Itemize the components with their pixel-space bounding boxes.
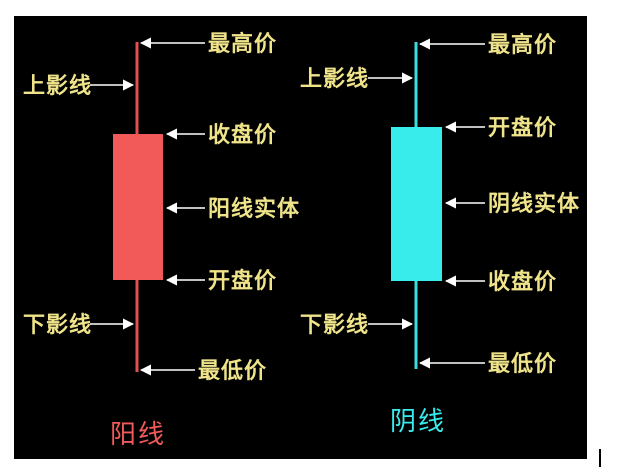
yang-body-label: 阳线实体 [208,196,300,222]
yang-body [113,134,163,280]
yang-open-label: 开盘价 [208,268,277,294]
yin-body-label: 阴线实体 [488,191,580,217]
yin-low-label: 最低价 [488,352,557,377]
yang-pointers [90,37,205,376]
yang-candle [113,42,163,372]
yin-caption: 阴线 [390,407,446,437]
yin-close-label: 收盘价 [488,269,557,295]
diagram-background [14,16,587,459]
yin-body [391,127,442,281]
yin-upper-shadow-label: 上影线 [300,66,369,92]
yang-close-label: 收盘价 [208,122,277,148]
yin-open-label: 开盘价 [488,115,557,141]
yin-high-label: 最高价 [488,32,557,58]
yin-pointers [368,38,485,369]
yang-caption: 阳线 [110,420,166,450]
yang-lower-shadow-label: 下影线 [23,312,92,338]
yang-low-label: 最低价 [198,359,267,384]
yin-lower-shadow-label: 下影线 [300,312,369,338]
yang-high-label: 最高价 [208,31,277,57]
yang-upper-shadow-label: 上影线 [23,73,92,99]
yin-candle [391,42,442,369]
right-edge-mark [599,449,601,467]
